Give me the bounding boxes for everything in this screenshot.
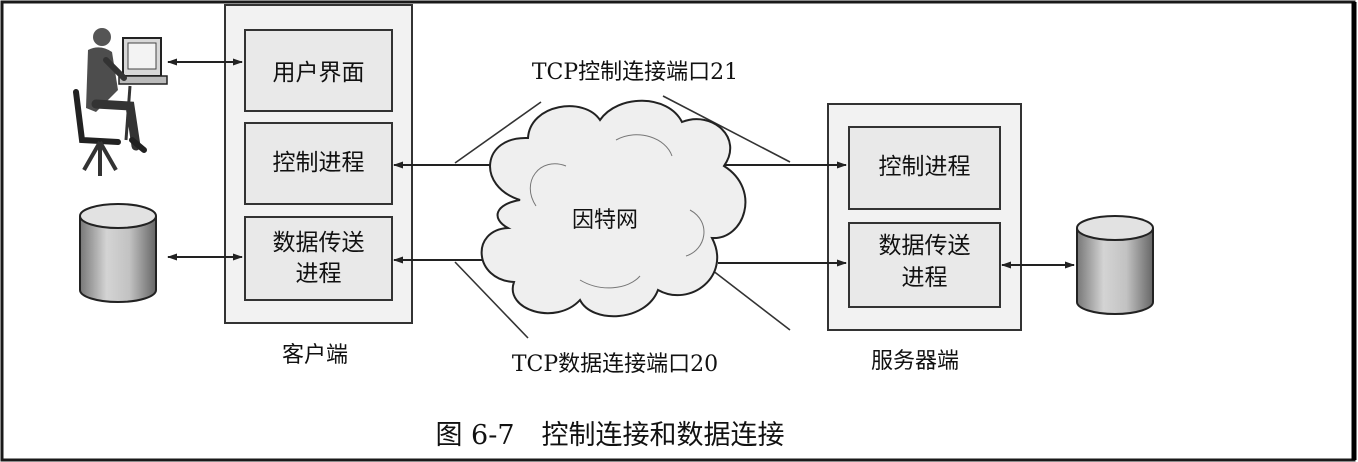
connection-diagonals <box>454 95 791 339</box>
client-ui-box <box>244 29 393 112</box>
server-data-box <box>848 222 1001 308</box>
client-database-icon <box>79 203 157 303</box>
server-panel <box>827 103 1022 331</box>
server-data-label-line1: 数据传送 <box>878 233 971 259</box>
server-title: 服务器端 <box>870 349 959 374</box>
client-data-box <box>244 216 393 301</box>
internet-cloud-icon <box>480 99 747 318</box>
client-panel <box>224 4 413 324</box>
client-data-label-line2: 进程 <box>295 261 342 287</box>
figure-caption: 图 6-7 控制连接和数据连接 <box>435 420 785 451</box>
server-control-box <box>848 126 1001 210</box>
user-at-computer-icon <box>73 28 168 176</box>
client-title: 客户端 <box>281 343 348 368</box>
server-database-icon <box>1076 215 1154 315</box>
client-data-label-line1: 数据传送 <box>272 230 365 256</box>
internet-label: 因特网 <box>571 208 638 233</box>
client-ui-label: 用户界面 <box>272 60 365 86</box>
client-control-label: 控制进程 <box>272 150 365 176</box>
data-connection-label: TCP数据连接端口20 <box>511 352 719 377</box>
control-connection-label: TCP控制连接端口21 <box>531 60 739 85</box>
server-control-label: 控制进程 <box>878 154 971 180</box>
client-control-box <box>244 122 393 205</box>
server-data-label-line2: 进程 <box>901 265 948 291</box>
